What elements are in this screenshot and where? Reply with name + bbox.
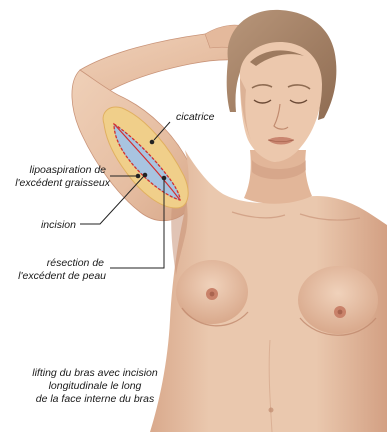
- right-nipple-center: [338, 310, 343, 315]
- dot-resection: [162, 176, 167, 181]
- dot-cicatrice: [150, 140, 155, 145]
- head-illustration: [227, 10, 337, 162]
- label-cicatrice: cicatrice: [176, 111, 215, 123]
- label-resection-line2: l'excédent de peau: [18, 270, 106, 282]
- left-nipple-center: [210, 292, 215, 297]
- dot-incision: [143, 173, 148, 178]
- caption-line2: longitudinale le long: [49, 380, 142, 392]
- label-resection-line1: résection de: [47, 257, 104, 269]
- caption-line1: lifting du bras avec incision: [32, 367, 158, 379]
- right-breast: [298, 266, 378, 334]
- navel: [269, 408, 274, 413]
- label-lipo-line1: lipoaspiration de: [30, 164, 107, 176]
- caption-line3: de la face interne du bras: [36, 393, 155, 405]
- label-lipo-line2: l'excédent graisseux: [15, 177, 111, 189]
- label-incision: incision: [41, 219, 76, 231]
- dot-lipo: [136, 174, 141, 179]
